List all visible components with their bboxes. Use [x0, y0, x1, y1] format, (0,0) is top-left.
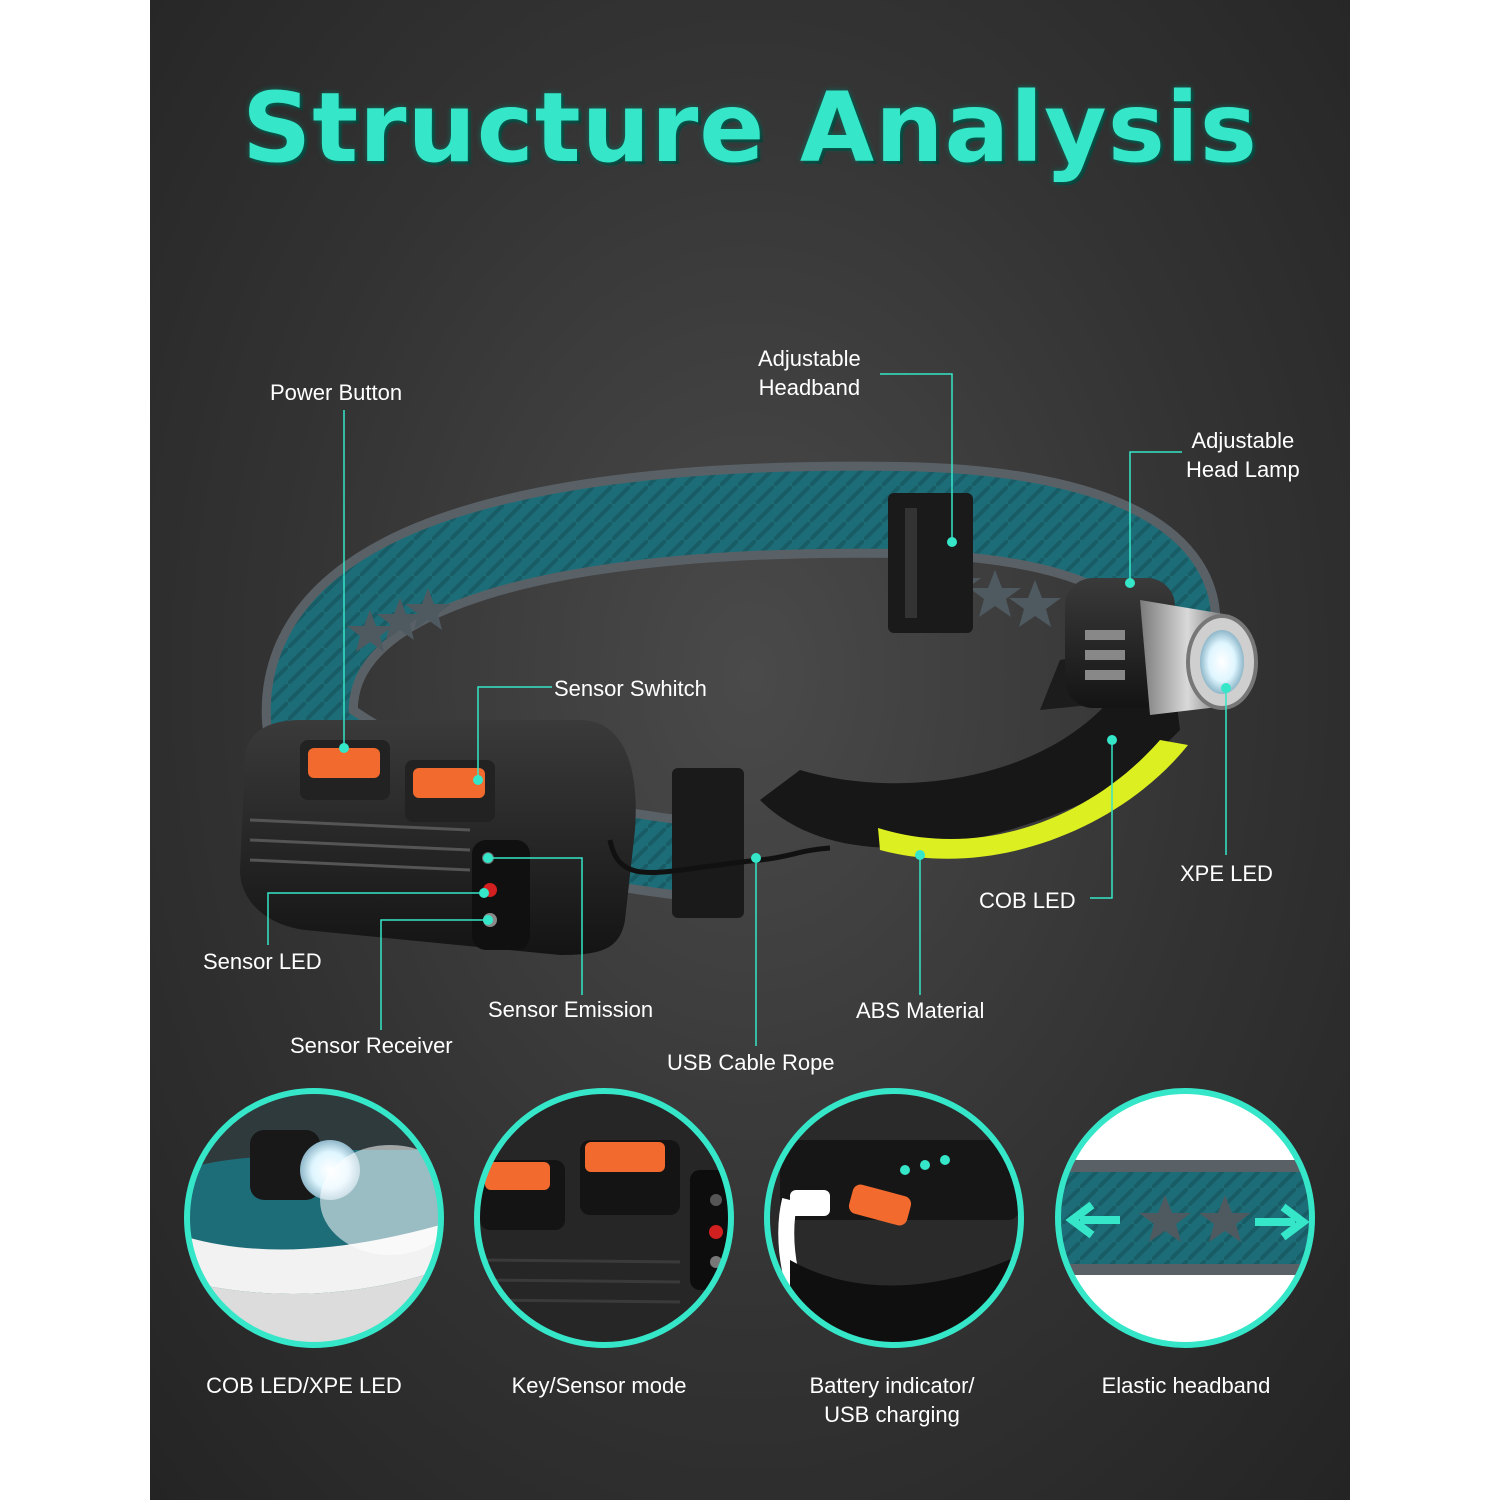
feature-circle-battery-usb: [764, 1088, 1024, 1348]
feature-circle-key-sensor: [474, 1088, 734, 1348]
callout-xpe-led: XPE LED: [1180, 861, 1273, 886]
callout-leader-lines: [267, 373, 1227, 1046]
callout-adjustable-headband: Adjustable Headband: [758, 346, 861, 400]
usb-cable: [607, 839, 831, 875]
page-title: Structure Analysis: [242, 72, 1258, 184]
headlamp-diagram: [184, 373, 1315, 1348]
callout-sensor-emission: Sensor Emission: [488, 997, 654, 1022]
feature-circle-cob-xpe: [184, 1088, 444, 1348]
callout-dots: [339, 537, 1231, 925]
feature-caption-battery-usb: Battery indicator/ USB charging: [809, 1373, 975, 1427]
feature-caption-cob-xpe: COB LED/XPE LED: [206, 1373, 402, 1398]
power-button-icon: [308, 748, 380, 778]
callout-power-button: Power Button: [270, 380, 403, 405]
callout-usb-cable-rope: USB Cable Rope: [667, 1050, 835, 1075]
callout-abs-material: ABS Material: [856, 998, 985, 1023]
head-lamp: [1065, 578, 1258, 715]
callout-adjustable-head-lamp: Adjustable Head Lamp: [1186, 428, 1300, 482]
feature-circle-elastic-band: [1055, 1088, 1315, 1348]
sensor-switch-icon: [413, 768, 485, 798]
callout-sensor-receiver: Sensor Receiver: [290, 1033, 453, 1058]
callout-cob-led: COB LED: [979, 888, 1076, 913]
headband-buckle: [888, 493, 973, 633]
feature-caption-key-sensor: Key/Sensor mode: [511, 1373, 687, 1398]
feature-caption-elastic-band: Elastic headband: [1101, 1373, 1271, 1398]
callout-sensor-led: Sensor LED: [203, 949, 322, 974]
battery-body: [240, 720, 636, 955]
callout-sensor-switch: Sensor Swhitch: [554, 676, 707, 701]
strap-clip: [672, 768, 744, 918]
